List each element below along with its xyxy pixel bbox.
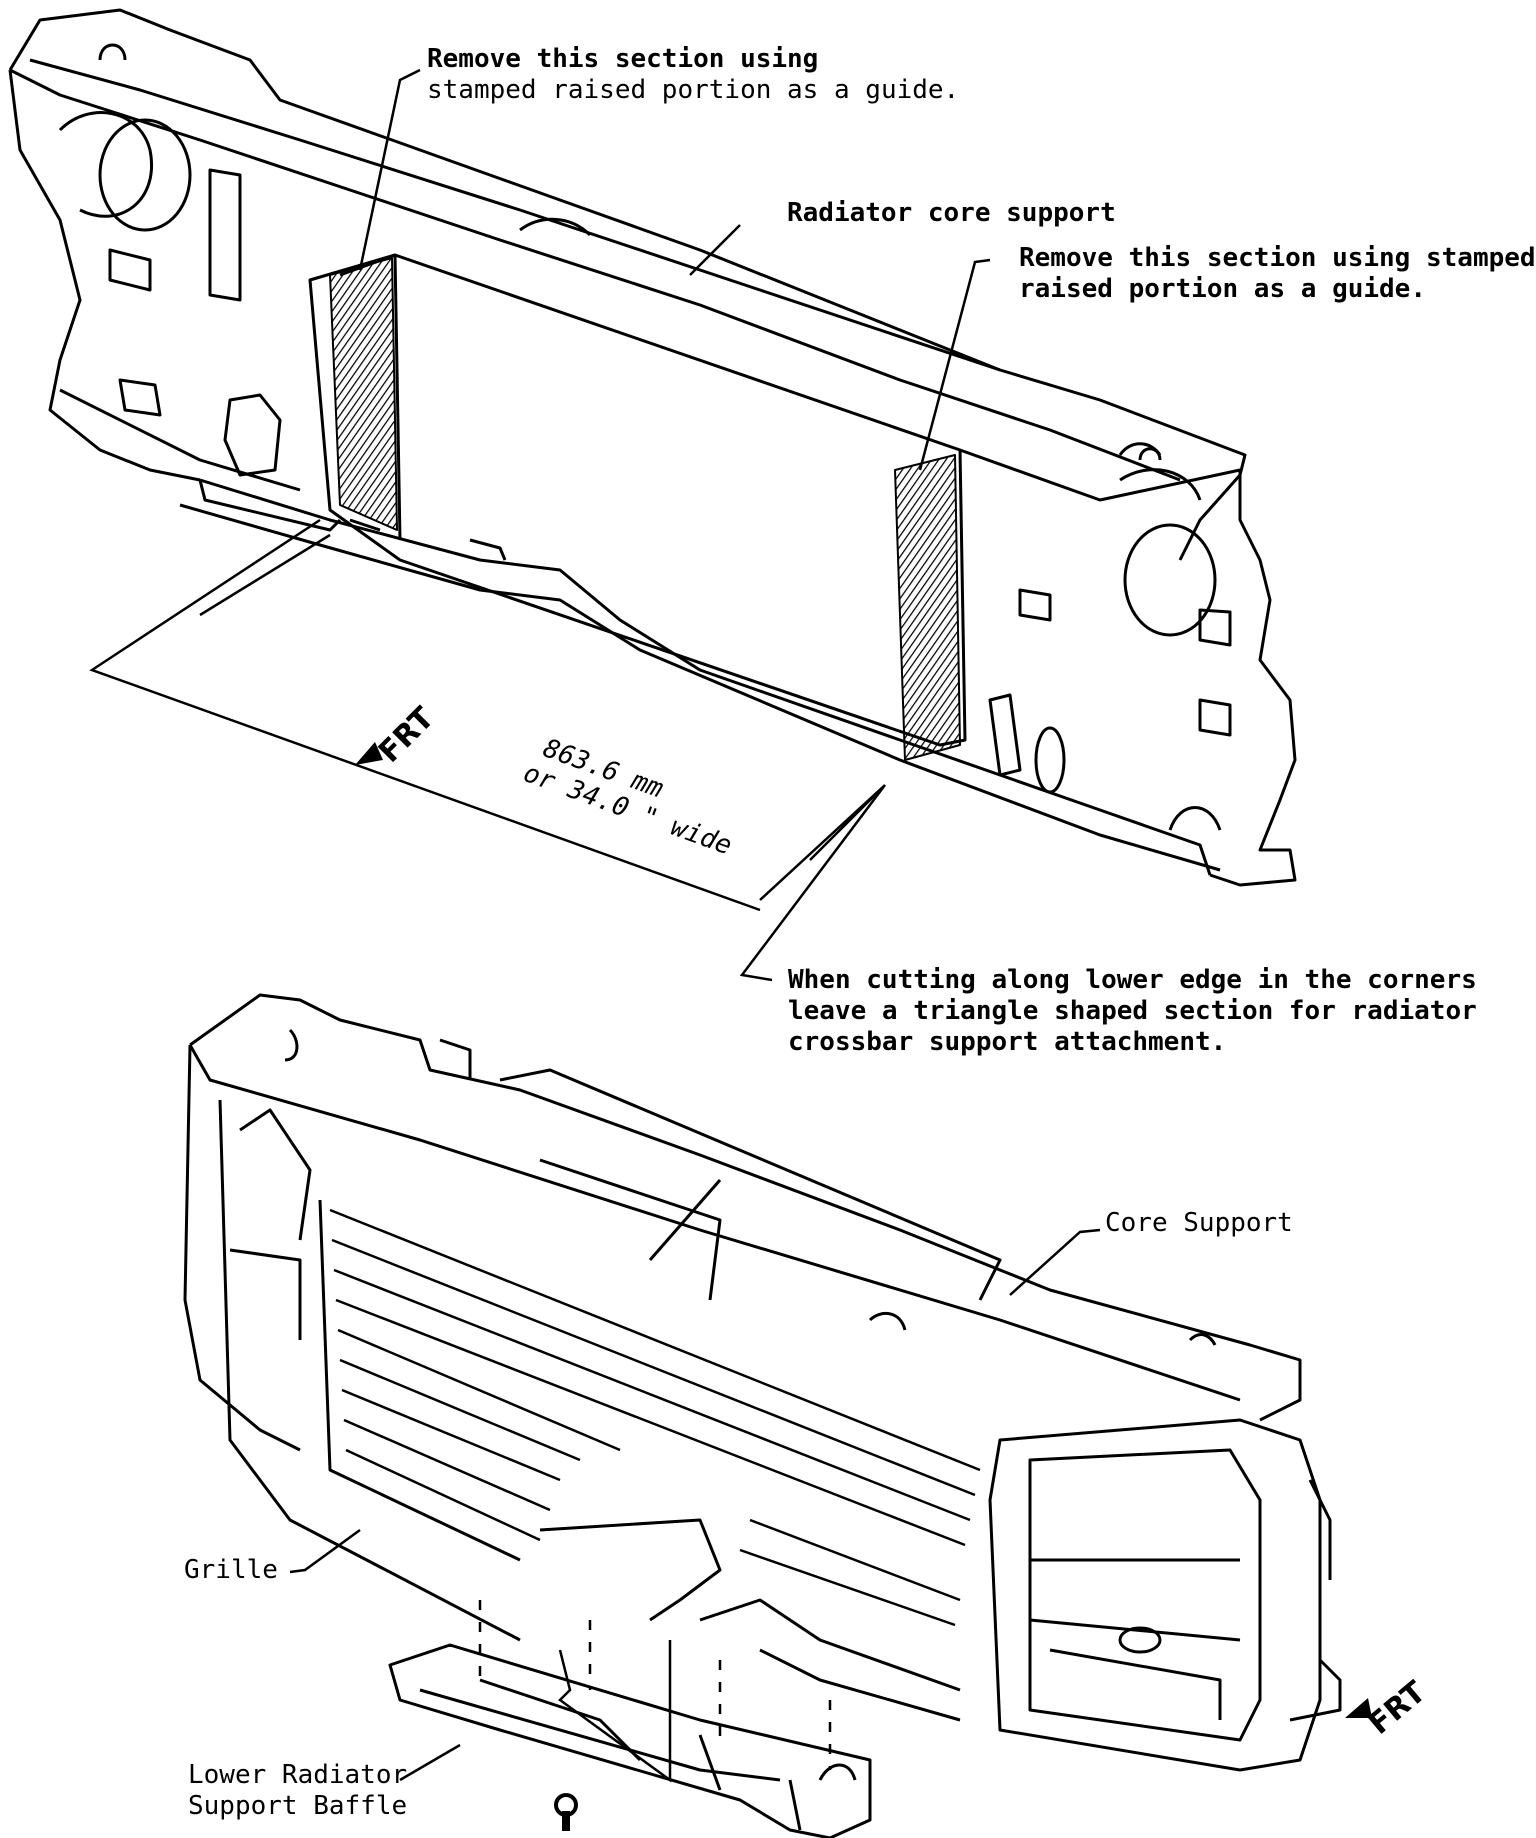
dimension-extension-left bbox=[199, 533, 331, 617]
grille-assembly-drawing bbox=[183, 993, 1342, 1772]
top-leaders bbox=[89, 68, 991, 982]
leader-remove-right bbox=[918, 258, 991, 471]
leader-grille bbox=[289, 1528, 361, 1574]
leader-baffle bbox=[399, 1743, 461, 1782]
label-remove-section-right: Remove this section using stamped raised… bbox=[1019, 243, 1536, 304]
leader-corner-note bbox=[739, 784, 886, 982]
bottom-leaders bbox=[289, 1228, 1101, 1783]
leader-remove-left bbox=[358, 68, 421, 271]
dimension-line bbox=[89, 518, 761, 912]
label-grille: Grille bbox=[184, 1555, 278, 1585]
label-lower-radiator-support-baffle: Lower Radiator Support Baffle bbox=[188, 1760, 408, 1821]
leader-core-support bbox=[689, 224, 741, 276]
frt-arrow-icon bbox=[355, 742, 383, 765]
radiator-core-support-drawing bbox=[8, 8, 1297, 887]
label-radiator-core-support: Radiator core support bbox=[787, 198, 1116, 228]
frt-arrow-icon bbox=[1345, 1698, 1372, 1718]
leader-baffle-link bbox=[558, 1640, 672, 1783]
label-corner-note: When cutting along lower edge in the cor… bbox=[788, 965, 1477, 1057]
dimension-extension-right bbox=[809, 789, 881, 861]
lower-radiator-baffle-drawing bbox=[388, 1643, 872, 1838]
label-core-support: Core Support bbox=[1105, 1208, 1293, 1238]
label-remove-section-left: Remove this section using stamped raised… bbox=[427, 44, 960, 105]
bolt-icon bbox=[554, 1793, 578, 1831]
dashed-mount-lines bbox=[478, 1600, 832, 1770]
leader-bottom-core-support bbox=[1009, 1228, 1101, 1296]
